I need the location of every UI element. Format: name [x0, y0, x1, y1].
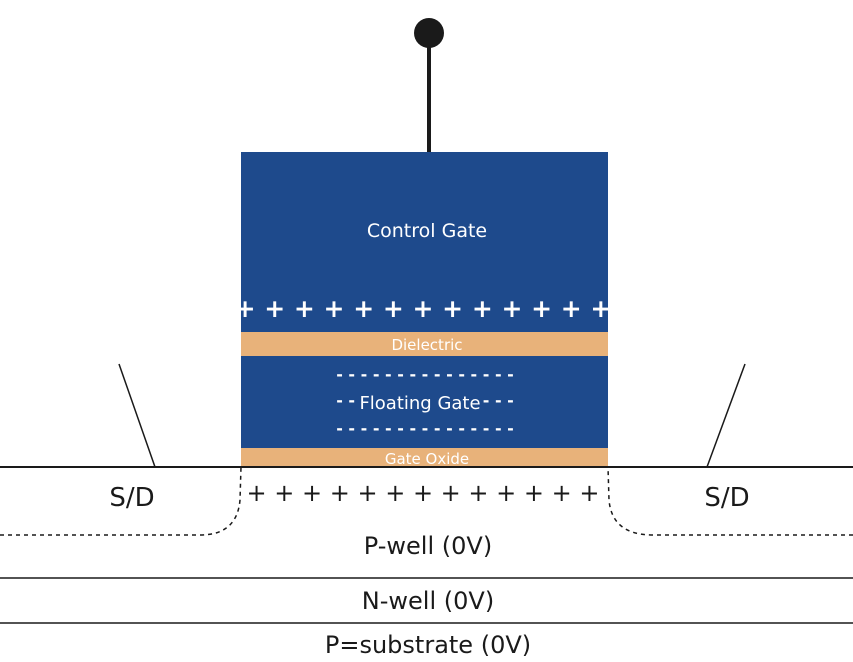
source-drain-right-label: S/D	[704, 483, 749, 513]
gate-oxide-label: Gate Oxide	[385, 450, 469, 468]
floating-gate-label: Floating Gate	[359, 393, 480, 414]
source-drain-left-leader	[118, 363, 156, 468]
dielectric-label: Dielectric	[391, 336, 462, 354]
control-gate-positive-charges: + + + + + + + + + + + + +	[235, 294, 612, 323]
dielectric-layer	[241, 332, 608, 356]
control-gate	[241, 152, 608, 332]
channel-positive-charges: + + + + + + + + + + + + +	[247, 479, 600, 507]
floating-gate-negative-charges-row-1: - - - - - - - - - - - - - - -	[336, 365, 514, 384]
gate-oxide-layer	[241, 448, 608, 468]
gate-terminal-node	[414, 18, 444, 48]
source-drain-left-label: S/D	[109, 483, 154, 513]
p-substrate-label: P=substrate (0V)	[325, 631, 531, 659]
n-well-label: N-well (0V)	[362, 587, 494, 615]
source-drain-right-leader	[706, 363, 746, 468]
p-well-label: P-well (0V)	[364, 532, 492, 560]
source-drain-right-boundary	[607, 466, 853, 536]
floating-gate-negative-charges-row-3: - - - - - - - - - - - - - - -	[336, 419, 514, 438]
control-gate-label: Control Gate	[367, 220, 487, 242]
floating-gate-label-backdrop	[360, 392, 480, 414]
source-drain-left-boundary	[0, 466, 242, 536]
